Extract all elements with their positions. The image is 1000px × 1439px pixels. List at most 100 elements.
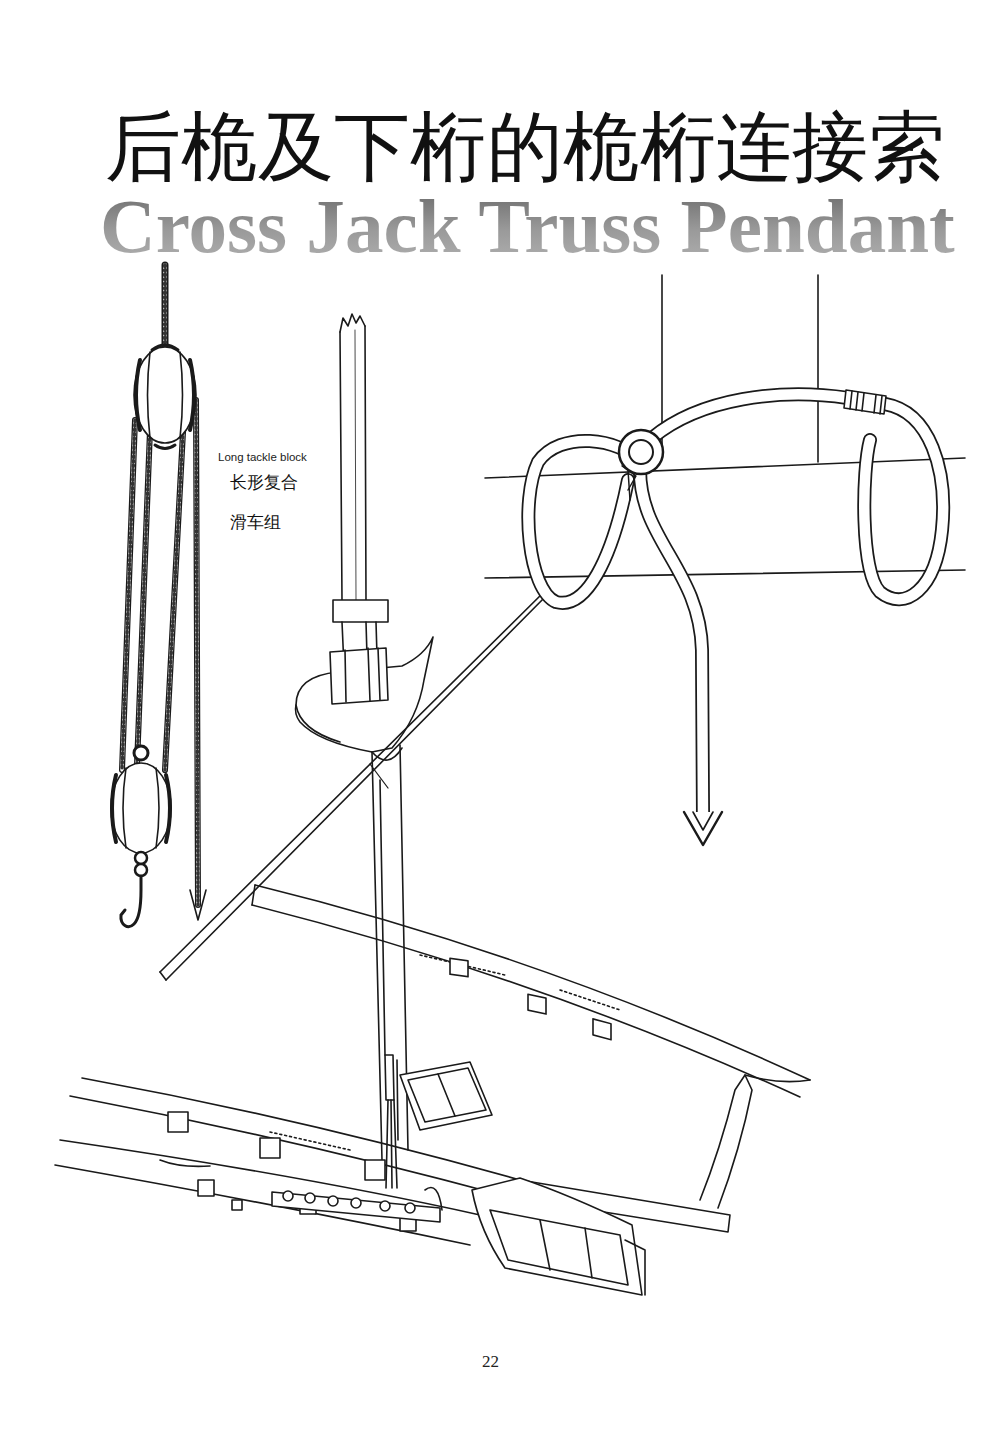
hull	[380, 1201, 390, 1211]
mizzen-top	[330, 648, 388, 704]
upper-block	[136, 360, 140, 430]
cross-jack-yard	[370, 764, 388, 788]
mast-cap	[333, 600, 388, 622]
hull	[420, 955, 620, 1010]
hull	[160, 1160, 210, 1166]
tackle-rope	[165, 432, 183, 770]
thimble	[619, 430, 663, 474]
tackle-rope	[165, 432, 183, 770]
upper-block	[180, 352, 183, 438]
hull	[283, 1191, 293, 1201]
lower-block	[166, 775, 170, 842]
hull	[232, 1200, 242, 1210]
part-label: 长形复合 滑车组	[230, 462, 306, 542]
mast-detail	[817, 275, 819, 462]
pendant-rope	[640, 470, 703, 815]
hull	[528, 994, 546, 1014]
page-number: 22	[482, 1352, 499, 1372]
tackle-rope	[122, 420, 135, 770]
lower-block	[112, 775, 116, 842]
tackle-rope	[163, 265, 167, 352]
hull	[405, 1203, 415, 1213]
mizzen-top	[345, 648, 380, 702]
tackle-arrow	[190, 890, 206, 920]
topmast	[365, 326, 366, 600]
lower-block	[134, 746, 148, 760]
tackle-rope	[163, 265, 167, 352]
pendant-arrow	[684, 812, 722, 845]
thimble	[622, 466, 636, 490]
tackle-rope	[122, 420, 135, 770]
hull	[260, 1138, 280, 1158]
eye-splice	[850, 391, 882, 414]
hull	[425, 1188, 442, 1211]
page-title: 后桅及下桁的桅桁连接索	[105, 108, 945, 188]
cross-jack-yard	[160, 588, 548, 972]
tackle-rope	[196, 400, 198, 905]
lower-block	[156, 768, 159, 848]
upper-block	[152, 345, 178, 350]
pendant-arrow	[684, 812, 722, 845]
hull	[472, 1178, 642, 1295]
cross-jack-yard	[160, 972, 166, 980]
truss-pendant-tackle	[380, 780, 385, 1055]
pendant-rope	[528, 394, 943, 815]
tackle-arrow	[190, 890, 206, 920]
hull	[305, 1193, 315, 1203]
truss-pendant-tackle	[385, 1055, 394, 1100]
part-label: Long tackle block	[218, 451, 307, 463]
hull	[168, 1112, 188, 1132]
hull	[272, 1192, 440, 1222]
thimble	[619, 430, 663, 490]
upper-block	[134, 347, 196, 443]
tackle-rope	[196, 400, 198, 905]
truss-pendant-tackle	[397, 1060, 398, 1140]
hook	[121, 876, 141, 927]
eye-splice	[844, 390, 886, 414]
lower-block	[123, 768, 126, 848]
tackle-rope	[162, 265, 169, 352]
hull	[625, 1240, 645, 1295]
pendant-rope	[864, 404, 943, 599]
mast-detail	[662, 275, 818, 462]
cross-jack-yard	[166, 592, 550, 980]
upper-block	[155, 445, 175, 449]
topmast	[340, 314, 365, 332]
topmast	[340, 332, 342, 600]
mizzen-top	[296, 705, 340, 742]
hull	[540, 1220, 592, 1278]
eye-splice	[844, 390, 886, 414]
topmast	[355, 330, 356, 600]
yard-detail	[485, 570, 965, 578]
pendant-rope	[628, 470, 630, 500]
hull	[55, 885, 810, 1295]
hull	[593, 1019, 611, 1040]
tackle-rope	[137, 430, 150, 765]
lower-block	[111, 746, 171, 876]
hull	[400, 1062, 492, 1130]
hull	[270, 1132, 350, 1150]
hull	[438, 1074, 455, 1116]
lower-block	[135, 852, 147, 864]
english-title: Cross Jack Truss Pendant	[100, 188, 955, 265]
pendant-rope	[652, 394, 848, 438]
hull	[408, 1068, 486, 1122]
hull	[198, 1180, 214, 1196]
tackle-rope	[196, 400, 198, 905]
hook	[121, 876, 141, 927]
illustration	[55, 265, 965, 1295]
hull	[700, 1075, 810, 1200]
mizzen-top	[296, 637, 434, 752]
upper-block	[148, 352, 151, 438]
hull	[252, 885, 255, 905]
thimble	[629, 440, 653, 464]
yard-detail	[485, 458, 965, 478]
yard-detail	[485, 458, 965, 578]
tackle-rope	[122, 420, 135, 770]
hull	[365, 1160, 385, 1180]
pendant-arrow	[693, 812, 713, 830]
hull	[450, 958, 468, 977]
lower-mast	[372, 745, 408, 1160]
topmast	[340, 314, 366, 600]
